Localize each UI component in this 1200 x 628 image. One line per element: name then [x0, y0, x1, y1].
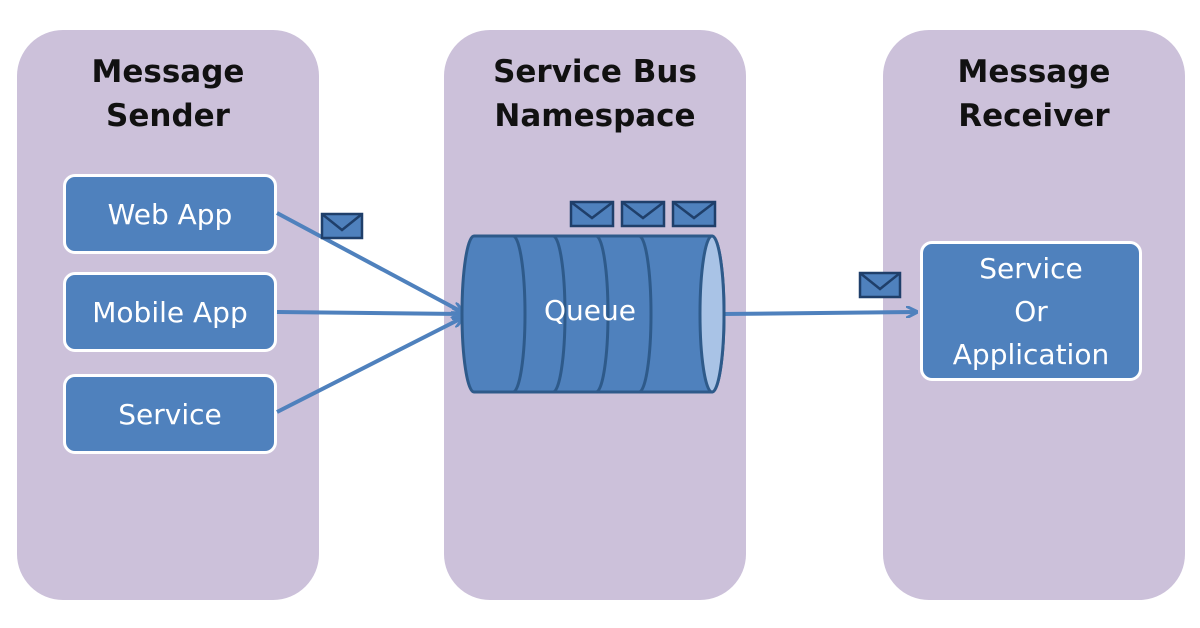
message-receiver-title: Message Receiver	[883, 50, 1185, 138]
envelope-icon	[671, 200, 717, 228]
envelope-icon	[569, 200, 615, 228]
receiver-title-line1: Message	[957, 54, 1111, 90]
receiver-arrow	[721, 312, 916, 314]
bus-title-line1: Service Bus	[493, 54, 697, 90]
envelope-icon	[620, 200, 666, 228]
mobile-app-label: Mobile App	[92, 295, 248, 329]
service-sender-box: Service	[63, 374, 277, 454]
mobile-app-arrow	[276, 312, 462, 314]
envelope-icon	[858, 271, 902, 299]
service-bus-title: Service Bus Namespace	[444, 50, 746, 138]
message-sender-title: Message Sender	[17, 50, 319, 138]
web-app-box: Web App	[63, 174, 277, 254]
service-or-application-box: Service Or Application	[920, 241, 1142, 381]
mobile-app-box: Mobile App	[63, 272, 277, 352]
service-sender-label: Service	[118, 397, 222, 431]
service-arrow	[276, 318, 462, 414]
queue-label: Queue	[544, 294, 636, 327]
sender-title-line2: Sender	[106, 98, 230, 134]
envelope-icon	[320, 212, 364, 240]
sender-title-line1: Message	[91, 54, 245, 90]
queue-cylinder	[460, 234, 726, 394]
receiver-line-service: Service	[979, 251, 1083, 285]
receiver-title-line2: Receiver	[958, 98, 1110, 134]
receiver-line-or: Or	[1014, 294, 1048, 328]
receiver-line-application: Application	[952, 337, 1110, 371]
web-app-label: Web App	[107, 197, 233, 231]
bus-title-line2: Namespace	[494, 98, 696, 134]
web-app-arrow	[276, 211, 462, 312]
